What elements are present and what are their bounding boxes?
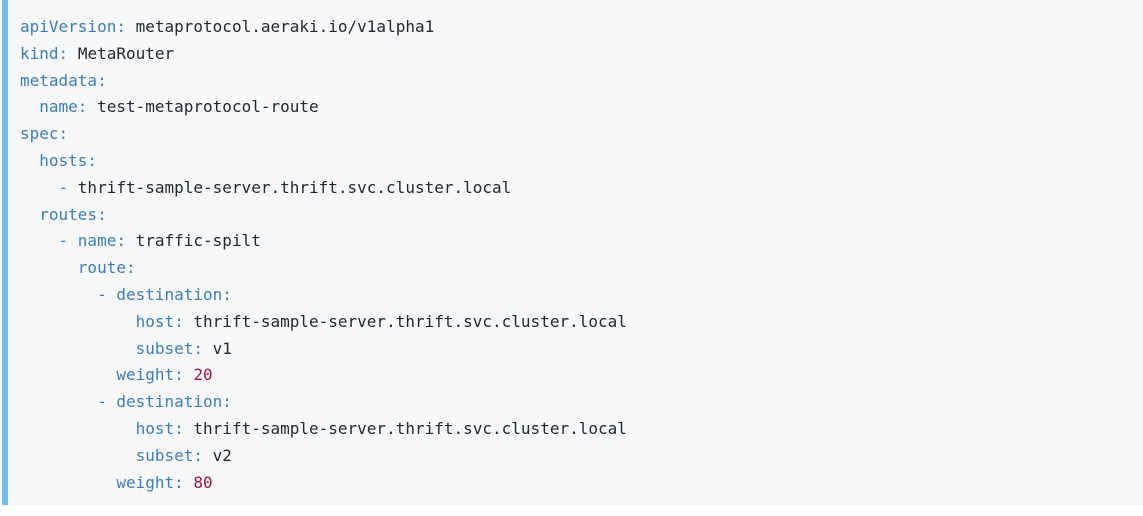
code-line: subset: v2	[20, 443, 1143, 470]
code-space	[203, 446, 213, 465]
code-indent	[20, 231, 59, 250]
code-line: hosts:	[20, 148, 1143, 175]
yaml-key: host:	[135, 311, 184, 331]
code-space	[184, 312, 194, 331]
yaml-value: traffic-spilt	[135, 231, 261, 251]
code-indent	[20, 151, 39, 170]
code-line: routes:	[20, 202, 1143, 229]
yaml-value: metaprotocol.aeraki.io/v1alpha1	[135, 17, 435, 36]
yaml-value: thrift-sample-server.thrift.svc.cluster.…	[77, 177, 512, 197]
yaml-key: spec:	[20, 124, 69, 144]
code-indent	[20, 392, 97, 411]
yaml-key: apiVersion:	[20, 17, 126, 36]
code-line: - destination:	[20, 389, 1143, 416]
code-line: subset: v1	[20, 336, 1143, 363]
code-space	[126, 17, 136, 36]
yaml-code-block: apiVersion: metaprotocol.aeraki.io/v1alp…	[2, 0, 1143, 505]
code-space	[184, 473, 194, 492]
yaml-key: hosts:	[39, 150, 98, 170]
code-indent	[20, 312, 136, 331]
code-space	[184, 419, 194, 438]
yaml-key: route:	[77, 258, 136, 278]
code-line: host: thrift-sample-server.thrift.svc.cl…	[20, 416, 1143, 443]
yaml-key: host:	[135, 418, 184, 438]
code-line: weight: 80	[20, 470, 1143, 497]
code-line: spec:	[20, 121, 1143, 148]
code-line: metadata:	[20, 68, 1143, 95]
yaml-value: 20	[193, 365, 213, 385]
yaml-key: subset:	[135, 338, 204, 358]
code-indent	[20, 339, 136, 358]
yaml-key: kind:	[20, 43, 69, 63]
code-line: kind: MetaRouter	[20, 41, 1143, 68]
code-indent	[20, 205, 39, 224]
code-space	[68, 44, 78, 63]
code-content[interactable]: apiVersion: metaprotocol.aeraki.io/v1alp…	[8, 0, 1143, 496]
code-line: - thrift-sample-server.thrift.svc.cluste…	[20, 175, 1143, 202]
yaml-list-dash: -	[97, 392, 117, 412]
yaml-key: name:	[77, 231, 126, 251]
code-space	[126, 231, 136, 250]
code-indent	[20, 97, 39, 116]
yaml-value: v1	[212, 338, 232, 358]
code-indent	[20, 446, 136, 465]
yaml-key: subset:	[135, 445, 204, 465]
code-indent	[20, 285, 97, 304]
yaml-key: destination:	[116, 284, 232, 304]
code-line: weight: 20	[20, 362, 1143, 389]
yaml-key: name:	[39, 97, 88, 117]
yaml-key: metadata:	[20, 70, 107, 90]
yaml-key: weight:	[116, 365, 184, 385]
code-line: - name: traffic-spilt	[20, 228, 1143, 255]
yaml-value: 80	[193, 472, 213, 492]
code-indent	[20, 419, 136, 438]
code-indent	[20, 365, 116, 384]
code-indent	[20, 473, 116, 492]
code-line: - destination:	[20, 282, 1143, 309]
yaml-key: weight:	[116, 472, 184, 492]
code-line: route:	[20, 255, 1143, 282]
yaml-list-dash: -	[97, 284, 117, 304]
code-lines: apiVersion: metaprotocol.aeraki.io/v1alp…	[20, 14, 1143, 496]
code-line: name: test-metaprotocol-route	[20, 94, 1143, 121]
yaml-list-dash: -	[58, 177, 78, 197]
yaml-key: destination:	[116, 392, 232, 412]
code-space	[203, 339, 213, 358]
code-line: host: thrift-sample-server.thrift.svc.cl…	[20, 309, 1143, 336]
yaml-value: test-metaprotocol-route	[97, 97, 319, 117]
code-indent	[20, 258, 78, 277]
code-space	[184, 365, 194, 384]
code-indent	[20, 178, 59, 197]
yaml-key: routes:	[39, 204, 107, 224]
yaml-value: thrift-sample-server.thrift.svc.cluster.…	[193, 311, 627, 331]
code-space	[87, 97, 97, 116]
yaml-value: MetaRouter	[77, 43, 175, 63]
yaml-value: thrift-sample-server.thrift.svc.cluster.…	[193, 418, 627, 438]
code-line: apiVersion: metaprotocol.aeraki.io/v1alp…	[20, 14, 1143, 41]
yaml-list-dash: -	[58, 231, 78, 251]
yaml-value: v2	[212, 445, 232, 465]
